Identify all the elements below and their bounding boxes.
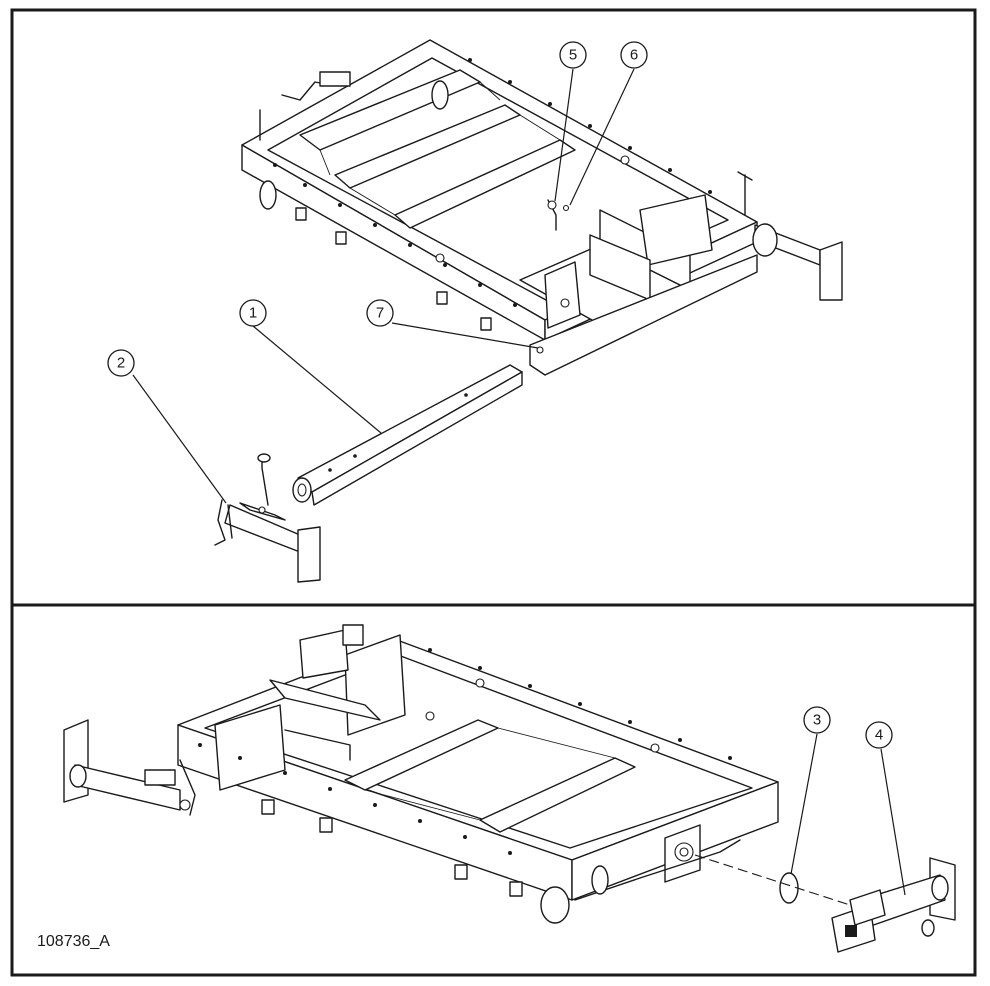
callout-4: 4 — [865, 721, 893, 749]
top-frame-assembly — [241, 39, 843, 376]
bottom-leader-lines — [790, 733, 906, 896]
callout-4-label: 4 — [875, 727, 883, 744]
bottom-panel-frame — [10, 603, 977, 977]
bottom-frame-holes — [198, 648, 732, 855]
callout-2-label: 2 — [117, 355, 125, 372]
top-leader-lines — [132, 68, 635, 504]
callout-7: 7 — [366, 299, 394, 327]
bottom-left-handle — [63, 719, 196, 816]
callout-3: 3 — [803, 706, 831, 734]
callout-6-label: 6 — [630, 47, 638, 64]
o-ring — [779, 872, 799, 904]
callout-3-label: 3 — [813, 712, 821, 729]
callout-2: 2 — [107, 349, 135, 377]
callout-6: 6 — [620, 41, 648, 69]
alignment-line — [694, 854, 851, 906]
callout-1: 1 — [239, 299, 267, 327]
callout-5: 5 — [559, 41, 587, 69]
callout-5-label: 5 — [569, 47, 577, 64]
cross-tube — [292, 364, 523, 506]
document-id: 108736_A — [37, 933, 110, 950]
callout-7-label: 7 — [376, 305, 384, 322]
swing-away-handle — [214, 453, 321, 583]
bottom-frame-assembly — [177, 624, 779, 924]
frame-holes — [273, 58, 712, 308]
receiver-arm — [831, 857, 956, 953]
callout-1-label: 1 — [249, 305, 257, 322]
